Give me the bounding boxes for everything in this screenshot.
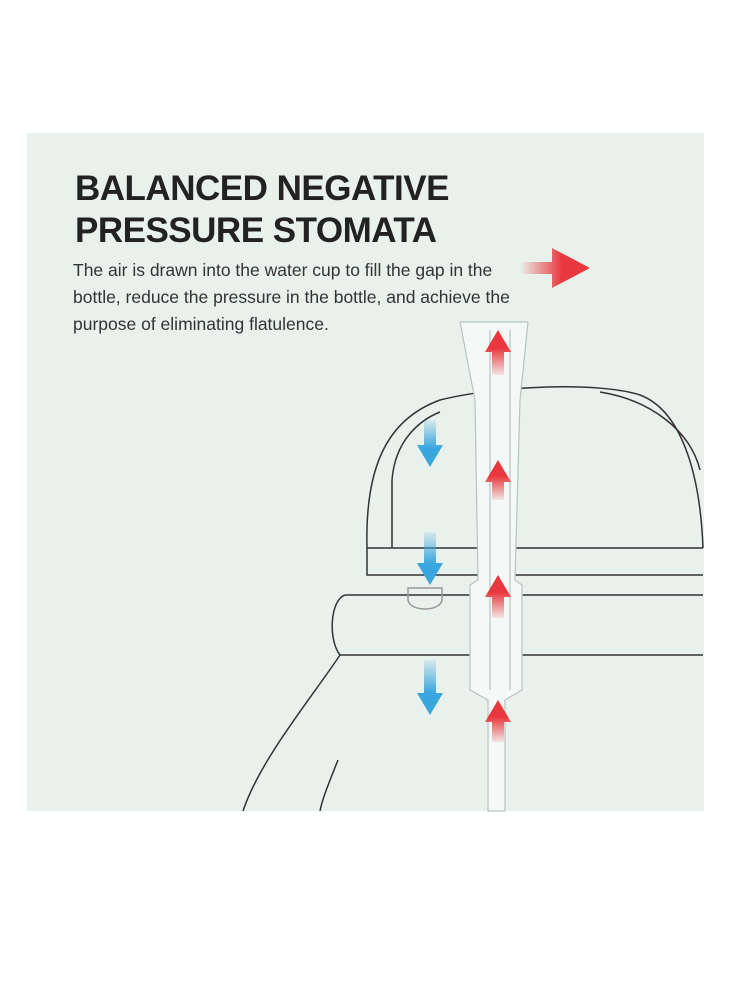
arrow-up-icon [485, 330, 511, 375]
description-text: The air is drawn into the water cup to f… [73, 260, 510, 334]
arrow-down-icon [417, 532, 443, 585]
arrow-down-icon [417, 660, 443, 715]
straw [459, 321, 529, 812]
bottle-outline [242, 386, 704, 811]
arrow-up-icon [485, 575, 511, 618]
title-line-1: BALANCED NEGATIVE [75, 169, 449, 208]
illustration-panel [27, 133, 704, 811]
page-title: BALANCED NEGATIVE PRESSURE STOMATA [75, 168, 449, 252]
arrow-right-icon [520, 248, 590, 288]
arrow-up-icon [485, 700, 511, 742]
arrow-up-icon [485, 460, 511, 500]
title-line-2: PRESSURE STOMATA [75, 211, 437, 250]
arrow-down-icon [417, 420, 443, 467]
